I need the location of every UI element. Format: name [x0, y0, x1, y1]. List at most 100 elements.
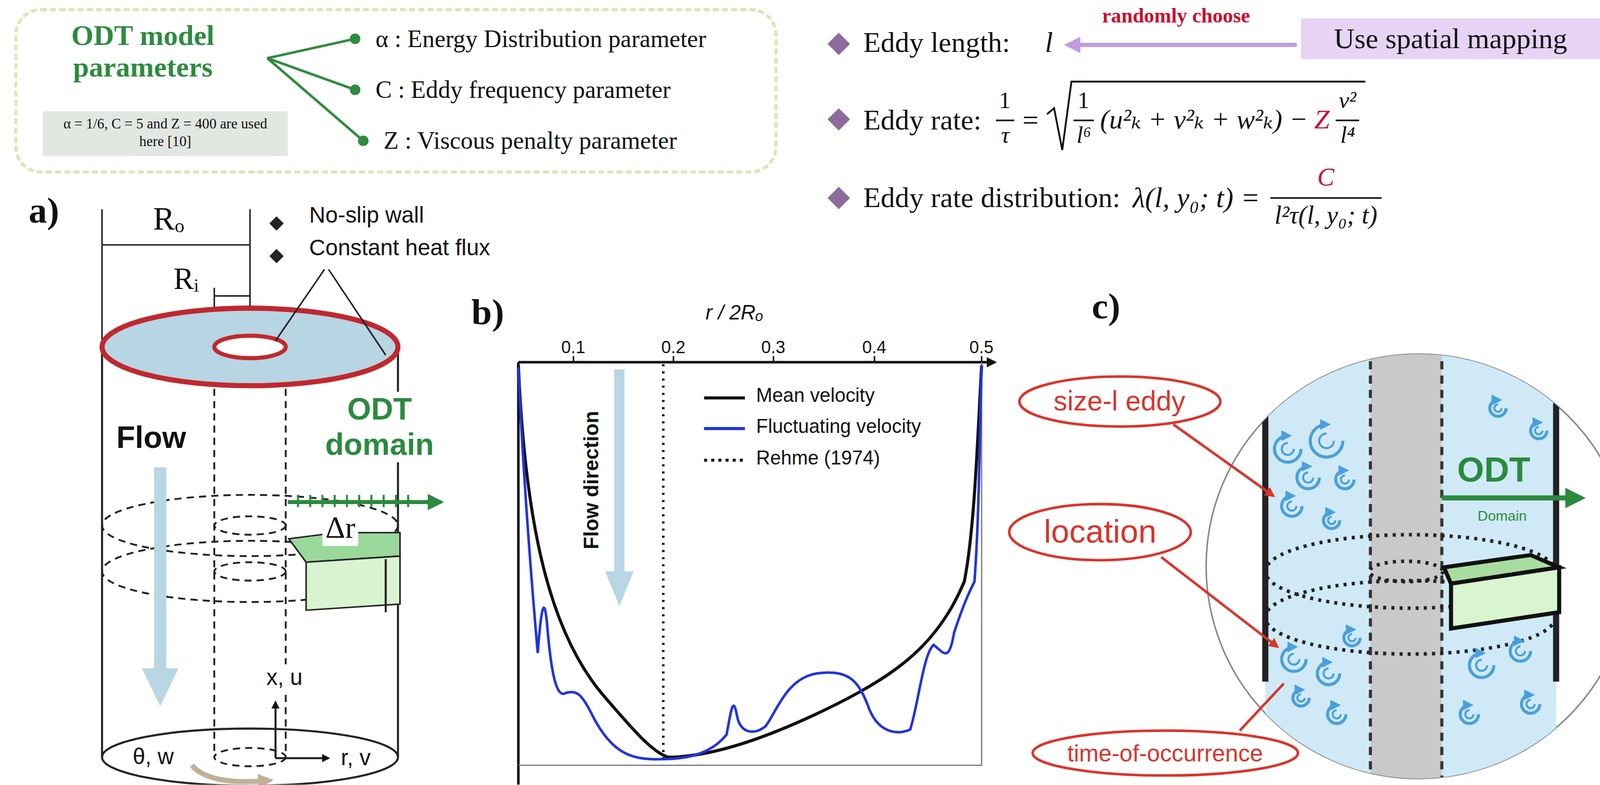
direction-label: Flow direction: [580, 410, 604, 550]
flow-label: Flow: [116, 420, 186, 456]
eddy-swirl: [1292, 689, 1310, 707]
drawing-line: [704, 427, 745, 431]
fraction-numerator: 1: [1077, 87, 1090, 115]
drawing-line: [704, 396, 745, 400]
eddy-swirl-core: [1328, 516, 1336, 525]
drawing-line: [328, 269, 386, 355]
eddy-swirl-core: [1526, 699, 1535, 708]
drawing-line: [1552, 402, 1559, 682]
eddy-swirl: [1281, 496, 1302, 517]
drawing-ellipse: [214, 516, 286, 535]
dimension-label: Rₒ: [153, 200, 185, 238]
drawing-path: [298, 494, 409, 508]
drawing-line: [1161, 557, 1278, 647]
parameter-label: C : Eddy frequency parameter: [375, 76, 672, 105]
eddy-swirl-core: [1281, 443, 1294, 455]
eddy-swirl: [1530, 422, 1548, 439]
drawing-line: [275, 269, 325, 341]
drawing-line: [214, 295, 250, 297]
domain-label: Domain: [1477, 507, 1527, 524]
callout-text: time-of-occurrence: [1067, 739, 1264, 767]
formula-marks: [995, 81, 1382, 198]
eddy-swirl-core: [1287, 501, 1297, 511]
eddy-swirl: [1489, 400, 1507, 417]
drawing-g: [1265, 346, 1582, 785]
drawing-line: [249, 209, 251, 307]
formula-text: Eddy rate:: [863, 104, 982, 137]
parameter-label: Z : Viscous penalty parameter: [383, 127, 677, 156]
axis-label: x, u: [263, 664, 306, 690]
eddy-swirl: [1343, 629, 1361, 647]
formula-symbol: =: [1022, 104, 1039, 137]
eddy-swirl: [1317, 662, 1340, 685]
tick-label: 0.2: [661, 337, 686, 358]
method-text: Use spatial mapping: [1315, 22, 1586, 56]
drawing-polygon: [827, 32, 850, 56]
tick-label: 0.1: [561, 337, 586, 358]
drawing-line: [213, 352, 216, 758]
domain-label: ODT domain: [300, 391, 460, 463]
drawing-line: [275, 757, 329, 760]
eddy-swirl: [1281, 646, 1307, 672]
eddy-swirl-core: [1535, 427, 1543, 435]
drawing-g: [269, 216, 284, 264]
tick-label: 0.4: [862, 337, 887, 358]
eddy-swirl-core: [1341, 475, 1350, 484]
drawing-line: [284, 352, 287, 758]
drawing-circle: [351, 85, 360, 94]
fraction-numerator: C: [1317, 163, 1335, 193]
drawing-rect: [1370, 346, 1442, 785]
drawing-rect: [614, 369, 625, 574]
eddy-swirl-core: [1332, 710, 1341, 719]
drawing-line: [101, 346, 104, 758]
axis-label: r, v: [340, 744, 371, 771]
drawing-polygon: [827, 186, 850, 210]
fraction-bar: [1335, 119, 1360, 121]
drawing-line: [1368, 346, 1373, 785]
method-box: Use spatial mapping: [1300, 18, 1600, 60]
tick-label: 0.3: [761, 337, 786, 358]
fraction-bar: [1073, 119, 1094, 121]
drawing-line: [267, 58, 356, 90]
eddy-swirl-core: [1323, 668, 1334, 679]
drawing-path: [518, 365, 982, 760]
drawing-polygon: [141, 668, 179, 707]
drawing-line: [1441, 495, 1582, 501]
legend-label: Rehme (1974): [756, 446, 881, 470]
formula-term: λ(l, y₀; t) =: [1132, 181, 1261, 215]
drawing-line: [516, 362, 520, 785]
drawing-line: [1239, 683, 1284, 731]
drawing-polygon: [827, 108, 850, 131]
eddy-swirl: [1460, 705, 1479, 724]
fraction-denominator: τ: [1001, 122, 1010, 150]
bullet-diamonds: [827, 32, 850, 210]
parameter-panel: ODT model parametersα : Energy Distribut…: [14, 8, 778, 174]
drawing-path: [518, 365, 982, 758]
panel-label: b): [471, 291, 505, 334]
eddy-swirl: [1309, 424, 1343, 457]
parameter-label: α : Energy Distribution parameter: [375, 25, 707, 55]
eddy-swirl: [1297, 466, 1320, 489]
eddy-swirl: [1469, 652, 1495, 678]
dimension-label: Δr: [322, 509, 359, 546]
fraction-numerator: 1: [999, 87, 1011, 115]
tick-label: 0.5: [969, 337, 994, 358]
boundary-condition: No-slip wall: [309, 202, 424, 228]
eddy-swirl: [1327, 705, 1346, 724]
drawing-circle: [359, 136, 368, 146]
drawing-rect: [1265, 346, 1371, 785]
eddy-swirl-core: [1319, 433, 1334, 448]
formula-parameter: Z: [1314, 104, 1330, 136]
callout-text: size-l eddy: [1053, 385, 1186, 417]
radical-sign: [1046, 81, 1366, 151]
drawing-ellipse: [214, 335, 286, 358]
ellipse-shape: [1009, 503, 1191, 560]
fraction-numerator: ν²: [1338, 87, 1357, 115]
drawing-line: [518, 361, 996, 364]
drawing-circle: [351, 34, 360, 43]
axis-label: θ, w: [132, 743, 174, 770]
ellipse-shape: [1018, 376, 1221, 426]
drawing-line: [384, 559, 387, 613]
drawing-line: [661, 364, 665, 761]
